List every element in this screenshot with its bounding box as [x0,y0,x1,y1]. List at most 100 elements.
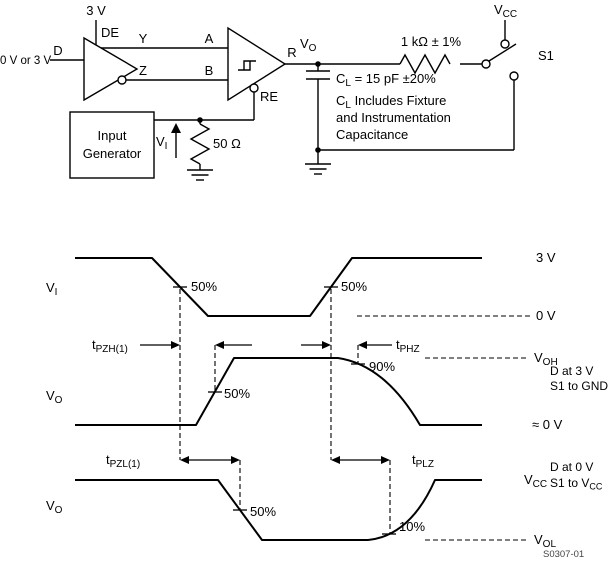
voh-label: VOH [534,350,558,368]
input-levels-label: 0 V or 3 V [0,55,51,67]
tplz-arrowhead-right [381,456,390,464]
cl-note-line2: and Instrumentation [336,110,451,125]
input-generator-label-1: Input [98,128,127,143]
ground-icon [305,163,331,175]
vo1-fall-90-label: 90% [369,359,395,374]
ground-icon [187,169,213,181]
tpzl-arrowhead-left [180,456,189,464]
switch-arm [488,43,517,62]
vo-node-label: VO [300,36,317,54]
condition1-line1: D at 3 V [550,364,593,378]
vcc-level-sub: CC [533,479,547,490]
receiver-triangle [227,26,287,102]
condition1-line2: S1 to GND [550,379,608,393]
vi-circuit-label: VI [156,134,167,152]
cl-note-base: C [336,93,345,108]
vcc-level-base: V [524,472,533,487]
vol-base: V [534,532,543,547]
vo2-fall-50-label: 50% [250,504,276,519]
vo1-base: V [46,388,55,403]
cl-note-sub: L [345,100,351,111]
voh-base: V [534,350,543,365]
vol-sub: OL [543,539,557,550]
timing-diagram: VI 50% 50% 3 V 0 V tPZH(1) tPHZ VO 50% 9 [46,250,608,560]
switch-bottom-terminal [509,71,519,81]
y-pin-label: Y [139,31,148,46]
cl-value-label: CL = 15 pF ±20% [336,71,436,89]
vi-base: V [156,134,165,149]
vi-measure-arrowhead [171,123,181,133]
vcc-label: VCC [494,2,517,20]
a-pin-label: A [205,31,214,46]
vo2-rise-10-label: 10% [399,519,425,534]
driver-triangle [83,36,139,102]
tpzh-arrowhead-left [171,341,180,349]
approx-0v-label: ≈ 0 V [532,417,563,432]
input-generator-box [69,111,155,179]
cl-note-line3: Capacitance [336,127,408,142]
switch-pole [481,59,491,69]
tpzl-label: tPZL(1) [106,452,140,470]
vo2-base: V [46,498,55,513]
vo2-sub: O [55,505,63,516]
tphz-label: tPHZ [396,337,420,355]
cl-rest: = 15 pF ±20% [351,71,436,86]
vi-wave-sub: I [55,287,58,298]
vi-sub: I [165,141,168,152]
s1-label: S1 [538,48,554,63]
cl-base: C [336,71,345,86]
tplz-label: tPLZ [412,452,434,470]
condition2-sub: CC [589,482,602,492]
condition2-base: S1 to V [550,476,589,490]
cl-note-line1: CL Includes Fixture [336,93,446,111]
cl-note-rest: Includes Fixture [351,93,446,108]
vo1-rise-50-label: 50% [224,386,250,401]
vi-waveform [75,257,482,317]
tpzh-arrowhead-right [215,341,224,349]
input-generator-label-2: Generator [83,146,142,161]
d-pin-label: D [53,43,62,58]
de-pin-label: DE [101,25,119,40]
tpzh-sub: PZH(1) [96,344,128,355]
vo-sub: O [309,43,317,54]
test-circuit: 3 V DE 0 V or 3 V D Y A Z B RE R VO [0,2,554,181]
tphz-base: t [396,337,400,352]
tpzh-base: t [92,337,96,352]
resistor-1k-label: 1 kΩ ± 1% [401,34,462,49]
vo1-sub: O [55,395,63,406]
vol-label: VOL [534,532,556,550]
level-3v-label: 3 V [536,250,556,265]
re-pin-label: RE [260,89,278,104]
vcc-base: V [494,2,503,17]
tplz-sub: PLZ [416,459,434,470]
tpzh-label: tPZH(1) [92,337,128,355]
z-inversion-bubble [117,75,127,85]
tphz-arrowhead-left [322,341,331,349]
resistor-1k-icon [399,53,451,75]
vi-waveform-label: VI [46,280,57,298]
r-pin-label: R [287,45,296,60]
vi-fall-50-label: 50% [191,279,217,294]
tplz-arrowhead-left [331,456,340,464]
condition2-line2: S1 to VCC [550,476,603,492]
tplz-base: t [412,452,416,467]
vcc-sub: CC [503,9,517,20]
vo2-waveform [75,479,482,541]
vo-base: V [300,36,309,51]
level-0v-label: 0 V [536,308,556,323]
resistor-50-label: 50 Ω [213,136,241,151]
tphz-sub: PHZ [400,344,420,355]
vo1-waveform-label: VO [46,388,63,406]
condition2-line1: D at 0 V [550,460,593,474]
tpzl-arrowhead-right [231,456,240,464]
z-pin-label: Z [139,63,147,78]
vi-rise-50-label: 50% [341,279,367,294]
cl-sub: L [345,78,351,89]
tphz-arrowhead-right [358,341,367,349]
resistor-50-icon [189,123,211,165]
vi-wave-base: V [46,280,55,295]
vcc-level-label: VCC [524,472,547,490]
supply-3v-label: 3 V [86,3,106,18]
